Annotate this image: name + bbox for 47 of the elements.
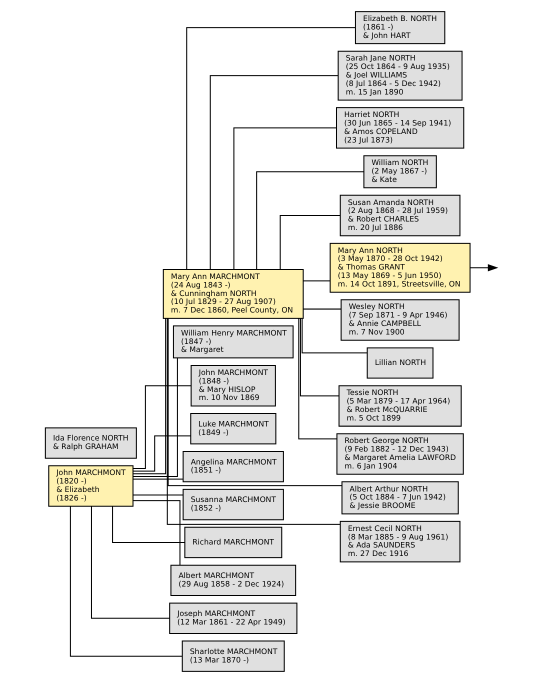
connector xyxy=(302,308,341,310)
node-box: Albert MARCHMONT (29 Aug 1858 - 2 Dec 1924) xyxy=(170,564,296,596)
node-box: Susanna MARCHMONT (1852 -) xyxy=(182,488,284,520)
node-box: Ernest Cecil NORTH (8 Mar 1885 - 9 Aug 1961) & Ada SAUNDERS m. 27 Dec 1916 xyxy=(339,520,460,562)
connector xyxy=(279,215,340,270)
node-box: John MARCHMONT (1848 -) & Mary HISLOP m. 10 Nov 1869 xyxy=(190,365,276,406)
connector xyxy=(90,506,169,619)
connector xyxy=(299,318,338,396)
node-box: Lillian NORTH xyxy=(366,347,433,379)
connector xyxy=(112,506,184,543)
connector xyxy=(132,494,183,496)
connector xyxy=(132,385,191,469)
node-box: Richard MARCHMONT xyxy=(184,526,282,558)
node-box: Mary Ann NORTH (3 May 1870 - 28 Oct 1942) & Thomas GRANT (13 May 1869 - 5 Jun 1950) m. 14 Oct 1891, Streetsville, ON xyxy=(329,242,470,293)
node-box: William NORTH (2 May 1867 -) & Kate xyxy=(362,155,436,188)
connector xyxy=(298,318,336,440)
connector xyxy=(132,318,166,474)
node-box: Ida Florence NORTH & Ralph GRAHAM xyxy=(44,427,136,459)
connector xyxy=(132,500,180,565)
node-box: John MARCHMONT (1820 -) & Elizabeth (1826 -) xyxy=(48,465,133,507)
node-box: Elizabeth B. NORTH (1861 -) & John HART xyxy=(354,11,445,44)
node-box: Harriet NORTH (30 Jun 1865 - 14 Sep 1941) & Amos COPELAND (23 Jul 1873) xyxy=(336,107,464,149)
node-box: Angelina MARCHMONT (1851 -) xyxy=(182,450,284,482)
node-box: Wesley NORTH (7 Sep 1871 - 9 Apr 1946) & Annie CAMPBELL m. 7 Nov 1900 xyxy=(340,299,460,341)
connector xyxy=(301,318,367,354)
connector xyxy=(69,506,182,657)
connector xyxy=(302,280,330,282)
connector xyxy=(132,435,190,472)
node-box: Tessie NORTH (5 Mar 1879 - 17 Apr 1964) & Robert McQUARRIE m. 5 Oct 1899 xyxy=(338,385,462,427)
node-box: Luke MARCHMONT (1849 -) xyxy=(190,413,276,444)
node-box: Albert Arthur NORTH (5 Oct 1884 - 7 Jun 1942) & Jessie BROOME xyxy=(340,481,458,514)
node-box: Sarah Jane NORTH (25 Oct 1864 - 9 Aug 1935) & Joel WILLIAMS (8 Jul 1864 - 5 Dec 1942) m. 15 Jan 1890 xyxy=(337,50,462,101)
connector xyxy=(209,75,338,270)
connector xyxy=(167,318,342,486)
node-box: Sharlotte MARCHMONT (13 Mar 1870 -) xyxy=(181,640,284,672)
arrow xyxy=(470,264,498,272)
node-box: Susan Amanda NORTH (2 Aug 1868 - 28 Jul 1959) & Robert CHARLES m. 20 Jul 1886 xyxy=(339,194,460,236)
connector xyxy=(186,27,355,270)
connector xyxy=(256,171,364,270)
connector xyxy=(132,358,178,477)
connector xyxy=(166,318,340,525)
connector xyxy=(132,478,183,480)
connector xyxy=(232,127,336,270)
node-box: William Henry MARCHMONT (1847 -) & Margaret xyxy=(172,325,294,358)
node-box: Robert George NORTH (9 Feb 1882 - 12 Dec 1943) & Margaret Amelia LAWFORD m. 6 Jan 1904 xyxy=(336,433,464,475)
node-box: Mary Ann MARCHMONT (24 Aug 1843 -) & Cunningham NORTH (10 Jul 1829 - 27 Aug 1907) m. 7 Dec 1860, Peel County, ON xyxy=(162,268,304,319)
node-box: Joseph MARCHMONT (12 Mar 1861 - 22 Apr 1949) xyxy=(168,602,297,634)
